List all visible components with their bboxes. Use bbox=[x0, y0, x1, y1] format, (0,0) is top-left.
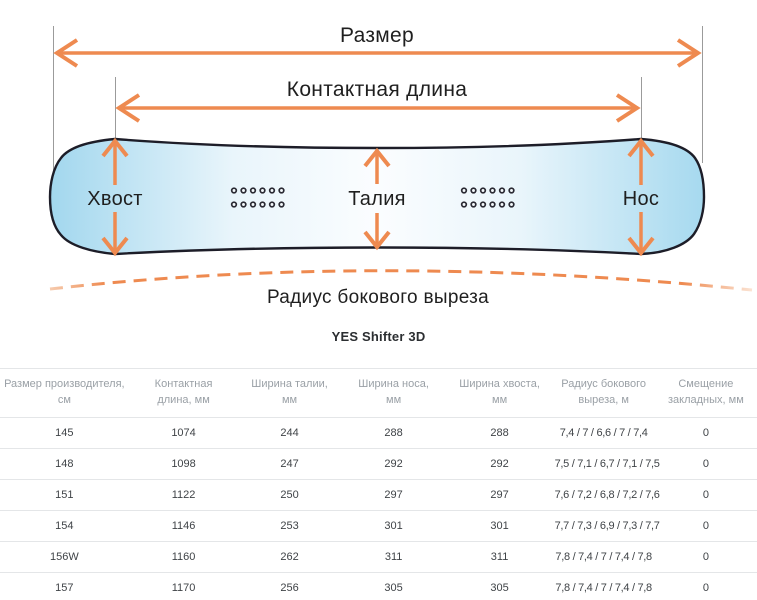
insert-dot bbox=[259, 187, 266, 194]
insert-dot bbox=[498, 187, 506, 194]
size-label: Размер bbox=[340, 24, 414, 47]
table-cell: 253 bbox=[238, 510, 341, 542]
table-cell: 305 bbox=[384, 581, 403, 594]
sidecut-radius-label: Радиус бокового выреза bbox=[267, 287, 489, 308]
insert-dot bbox=[460, 201, 468, 208]
insert-dot bbox=[508, 201, 515, 208]
table-cell: 0 bbox=[654, 417, 757, 449]
table-cell: 7,8 / 7,4 / 7 / 7,4 / 7,8 bbox=[552, 541, 655, 573]
table-cell: 256 bbox=[280, 581, 299, 594]
table-cell: 1074 bbox=[128, 417, 239, 449]
insert-dot bbox=[489, 201, 496, 208]
contact-length-arrow bbox=[115, 93, 641, 123]
table-cell: 311 bbox=[340, 541, 447, 573]
table-cell: 0 bbox=[702, 581, 709, 594]
table-cell: 1122 bbox=[128, 479, 239, 511]
table-cell: 7,4 / 7 / 6,6 / 7 / 7,4 bbox=[552, 417, 655, 449]
column-header: Размер производителя,см bbox=[0, 368, 129, 418]
waist-arrows bbox=[363, 147, 391, 251]
insert-dot bbox=[268, 187, 276, 194]
table-cell: 301 bbox=[340, 510, 447, 542]
table-cell: 7,7 / 7,3 / 6,9 / 7,3 / 7,7 bbox=[552, 510, 660, 542]
table-cell: 262 bbox=[238, 541, 341, 573]
table-cell: 154 bbox=[0, 510, 129, 542]
nose-label: Нос bbox=[623, 188, 659, 210]
table-cell: 0 bbox=[654, 479, 757, 511]
table-cell: 1160 bbox=[128, 541, 239, 573]
waist-label: Талия bbox=[348, 188, 406, 210]
insert-dots-left bbox=[230, 187, 285, 208]
column-header: Ширина носа,мм bbox=[340, 368, 447, 418]
insert-dot bbox=[498, 201, 506, 208]
table-row: 157 1170 256 305 305 7,8 / 7,4 / 7 / 7,4 / 7,… bbox=[0, 572, 757, 600]
insert-dot bbox=[479, 187, 487, 194]
insert-dot bbox=[479, 201, 487, 208]
table-cell: 297 bbox=[340, 479, 447, 511]
insert-dot bbox=[508, 187, 515, 194]
tail-label: Хвост bbox=[87, 188, 143, 210]
table-cell: 301 bbox=[446, 510, 553, 542]
nose-arrows bbox=[627, 137, 655, 257]
insert-dot bbox=[259, 201, 266, 208]
table-cell: 151 bbox=[0, 479, 129, 511]
table-cell: 292 bbox=[446, 448, 553, 480]
insert-dot bbox=[470, 201, 477, 208]
table-cell: 244 bbox=[238, 417, 341, 449]
insert-dot bbox=[240, 187, 247, 194]
column-header: Ширина хвоста,мм bbox=[446, 368, 553, 418]
insert-dot bbox=[240, 201, 247, 208]
table-cell: 247 bbox=[238, 448, 341, 480]
table-cell: 311 bbox=[446, 541, 553, 573]
table-cell: 7,8 / 7,4 / 7 / 7,4 / 7,8 bbox=[555, 581, 652, 594]
table-cell: 288 bbox=[340, 417, 447, 449]
table-cell: 250 bbox=[238, 479, 341, 511]
insert-dot bbox=[460, 187, 468, 194]
table-cell: 0 bbox=[654, 541, 757, 573]
insert-dots-right bbox=[460, 187, 515, 208]
table-cell: 156W bbox=[0, 541, 129, 573]
board-model-title: YES Shifter 3D bbox=[331, 329, 426, 344]
insert-dot bbox=[230, 201, 238, 208]
table-cell: 1170 bbox=[171, 581, 196, 594]
table-cell: 297 bbox=[446, 479, 553, 511]
size-arrow bbox=[53, 38, 702, 68]
table-cell: 145 bbox=[0, 417, 129, 449]
sidecut-curve bbox=[49, 269, 753, 292]
insert-dot bbox=[268, 201, 276, 208]
table-cell: 1098 bbox=[128, 448, 239, 480]
table-cell: 7,6 / 7,2 / 6,8 / 7,2 / 7,6 bbox=[552, 479, 660, 511]
table-cell: 157 bbox=[55, 581, 74, 594]
column-header: Ширина талии,мм bbox=[238, 368, 341, 418]
insert-dot bbox=[470, 187, 477, 194]
table-cell: 1146 bbox=[128, 510, 239, 542]
contact-length-label: Контактная длина bbox=[287, 78, 467, 101]
insert-dot bbox=[278, 187, 285, 194]
insert-dot bbox=[489, 187, 496, 194]
table-cell: 292 bbox=[340, 448, 447, 480]
insert-dot bbox=[230, 187, 238, 194]
snowboard-diagram: Размер Контактная длина Хвост bbox=[48, 24, 753, 308]
insert-dot bbox=[249, 187, 257, 194]
table-cell: 0 bbox=[654, 510, 757, 542]
table-cell: 148 bbox=[0, 448, 129, 480]
tail-arrows bbox=[101, 137, 129, 257]
table-cell: 288 bbox=[446, 417, 553, 449]
insert-dot bbox=[278, 201, 285, 208]
table-cell: 305 bbox=[490, 581, 509, 594]
table-cell: 0 bbox=[654, 448, 757, 480]
table-cell: 7,5 / 7,1 / 6,7 / 7,1 / 7,5 bbox=[552, 448, 660, 480]
insert-dot bbox=[249, 201, 257, 208]
